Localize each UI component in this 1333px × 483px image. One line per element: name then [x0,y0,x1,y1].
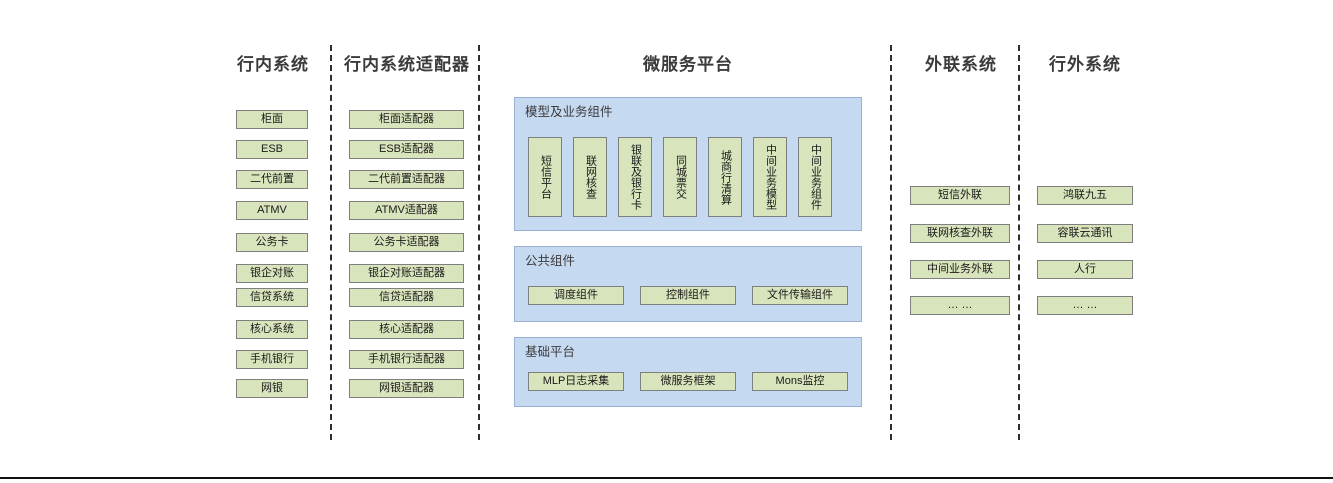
node-external-link-0[interactable]: 短信外联 [910,186,1010,205]
node-intra-bank-adapter-6[interactable]: 信贷适配器 [349,288,464,307]
node-external-link-2[interactable]: 中间业务外联 [910,260,1010,279]
node-intra-bank-0[interactable]: 柜面 [236,110,308,129]
divider-1 [330,45,332,440]
divider-3 [890,45,892,440]
node-intra-bank-adapter-1[interactable]: ESB适配器 [349,140,464,159]
node-model-component-5[interactable]: 中间业务模型 [753,137,787,217]
node-intra-bank-4[interactable]: 公务卡 [236,233,308,252]
node-intra-bank-adapter-9[interactable]: 网银适配器 [349,379,464,398]
panel-label-base-platform: 基础平台 [525,345,576,359]
node-model-component-2[interactable]: 银联及银行卡 [618,137,652,217]
node-model-component-4[interactable]: 城商行清算 [708,137,742,217]
node-common-component-2[interactable]: 文件传输组件 [752,286,848,305]
node-common-component-0[interactable]: 调度组件 [528,286,624,305]
column-title-microservice-platform: 微服务平台 [643,55,733,74]
node-model-component-3[interactable]: 同城票交 [663,137,697,217]
node-model-component-0[interactable]: 短信平台 [528,137,562,217]
panel-label-common-components: 公共组件 [525,254,576,268]
node-base-platform-2[interactable]: Mons监控 [752,372,848,391]
node-intra-bank-3[interactable]: ATMV [236,201,308,220]
panel-label-model-business-components: 模型及业务组件 [525,105,613,119]
node-intra-bank-6[interactable]: 信贷系统 [236,288,308,307]
node-intra-bank-7[interactable]: 核心系统 [236,320,308,339]
node-outside-bank-0[interactable]: 鸿联九五 [1037,186,1133,205]
node-outside-bank-1[interactable]: 容联云通讯 [1037,224,1133,243]
node-intra-bank-1[interactable]: ESB [236,140,308,159]
node-external-link-1[interactable]: 联网核查外联 [910,224,1010,243]
node-intra-bank-2[interactable]: 二代前置 [236,170,308,189]
divider-2 [478,45,480,440]
node-outside-bank-2[interactable]: 人行 [1037,260,1133,279]
node-intra-bank-9[interactable]: 网银 [236,379,308,398]
column-title-intra-bank: 行内系统 [237,55,309,74]
node-intra-bank-adapter-5[interactable]: 银企对账适配器 [349,264,464,283]
node-external-link-3[interactable]: … … [910,296,1010,315]
node-model-component-6[interactable]: 中间业务组件 [798,137,832,217]
node-intra-bank-adapter-8[interactable]: 手机银行适配器 [349,350,464,369]
column-title-outside-bank: 行外系统 [1049,55,1121,74]
node-intra-bank-adapter-2[interactable]: 二代前置适配器 [349,170,464,189]
node-intra-bank-5[interactable]: 银企对账 [236,264,308,283]
column-title-intra-bank-adapter: 行内系统适配器 [344,55,470,74]
bottom-divider [0,477,1333,479]
node-intra-bank-8[interactable]: 手机银行 [236,350,308,369]
node-intra-bank-adapter-4[interactable]: 公务卡适配器 [349,233,464,252]
panel-common-components: 公共组件 [514,246,862,322]
node-base-platform-0[interactable]: MLP日志采集 [528,372,624,391]
divider-4 [1018,45,1020,440]
node-base-platform-1[interactable]: 微服务框架 [640,372,736,391]
node-common-component-1[interactable]: 控制组件 [640,286,736,305]
node-model-component-1[interactable]: 联网核查 [573,137,607,217]
node-intra-bank-adapter-3[interactable]: ATMV适配器 [349,201,464,220]
column-title-external-link: 外联系统 [925,55,997,74]
node-intra-bank-adapter-7[interactable]: 核心适配器 [349,320,464,339]
node-intra-bank-adapter-0[interactable]: 柜面适配器 [349,110,464,129]
node-outside-bank-3[interactable]: … … [1037,296,1133,315]
